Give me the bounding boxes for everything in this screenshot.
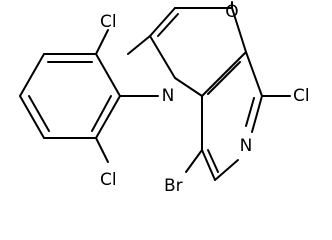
atom-label-chlorine-pyridine: Cl: [293, 86, 310, 106]
bond-c8-br: [185, 149, 203, 173]
bond-c7-c8-inner: [207, 149, 219, 173]
atom-label-pyridine-nitrogen: N: [240, 136, 253, 156]
bond-ph-c3-c4: [19, 53, 45, 97]
bond-n1-c2: [149, 35, 176, 79]
bond-c2-methyl: [127, 35, 151, 55]
bond-ph-c6-c1-inner: [91, 95, 112, 132]
bond-c4-c4a: [231, 7, 247, 53]
bond-c4a-c8a: [201, 51, 247, 97]
bond-c4a-c8a-inner: [207, 61, 241, 95]
bond-c2-c3: [149, 7, 176, 37]
bond-ph-c6-c1: [95, 95, 121, 139]
bond-ph-cl-top: [95, 29, 109, 55]
ring-b-bonds: [201, 51, 263, 181]
atom-label-chlorine-phenyl-top: Cl: [100, 12, 117, 32]
atom-label-ring-nitrogen: N: [162, 86, 175, 106]
bond-c2-c3-inner: [157, 13, 179, 37]
atom-label-chlorine-phenyl-bottom: Cl: [100, 170, 117, 190]
bond-n6-c7: [214, 159, 239, 181]
atom-label-bromine: Br: [164, 176, 183, 196]
bond-ph-cl-bottom: [95, 137, 109, 163]
bond-c5-n6: [251, 95, 263, 133]
bond-ph-c4-c5: [19, 95, 45, 139]
phenyl-ring-bonds: [19, 53, 121, 139]
ring-a-bonds: [149, 7, 247, 97]
bond-ph-c4-c5-inner: [28, 95, 50, 132]
atom-label-oxygen: O: [225, 2, 238, 22]
bond-c8a-n1: [174, 77, 203, 97]
bond-ph-c1-c2: [95, 53, 121, 97]
bond-c4a-c5: [245, 51, 263, 97]
bond-c5-n6-inner: [245, 97, 255, 127]
bond-c7-c8: [201, 149, 216, 181]
chemical-structure: O N N Cl Cl Cl Br: [19, 1, 310, 196]
